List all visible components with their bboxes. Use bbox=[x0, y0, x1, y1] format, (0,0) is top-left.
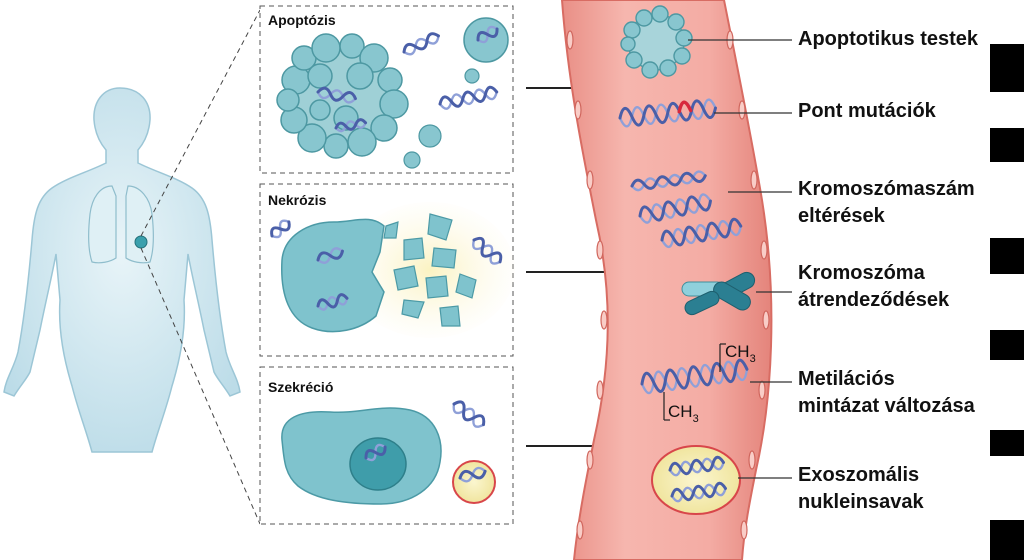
leader-lines bbox=[688, 39, 792, 479]
human-body-figure bbox=[3, 9, 261, 525]
zoom-line-top bbox=[140, 9, 261, 237]
dna-exosome-small bbox=[458, 466, 487, 483]
dna-chrom-number-2 bbox=[638, 193, 712, 224]
dna-point-mutation bbox=[618, 98, 717, 128]
label-point-mutations: Pont mutációk bbox=[798, 100, 936, 122]
apoptotic-body-small-3 bbox=[403, 151, 421, 169]
svg-text:CH3: CH3 bbox=[725, 342, 756, 365]
dna-apoptosis-3 bbox=[476, 25, 499, 44]
label-methylation: Metilációs mintázat változása bbox=[798, 368, 975, 417]
methyl-sub-bottom: 3 bbox=[693, 413, 699, 425]
dna-apoptosis-1 bbox=[402, 32, 440, 56]
methyl-sub-top: 3 bbox=[750, 353, 756, 365]
methyl-ch-bottom: CH bbox=[668, 402, 693, 421]
dna-apoptosis-4 bbox=[316, 86, 357, 104]
vessel-exosome bbox=[651, 445, 741, 515]
cell-nucleus bbox=[349, 437, 407, 491]
dna-apoptosis-2 bbox=[438, 85, 499, 110]
label-apoptotic-bodies: Apoptotikus testek bbox=[798, 28, 979, 50]
edge-bars bbox=[990, 44, 1024, 560]
necrotic-fragments bbox=[383, 213, 477, 327]
secreted-exosome bbox=[452, 460, 496, 504]
methyl-group-bottom: CH3 bbox=[663, 392, 699, 425]
dna-nucleus bbox=[364, 443, 387, 462]
dna-necrosis-4 bbox=[316, 293, 349, 311]
panel-title-necrosis: Nekrózis bbox=[268, 192, 327, 208]
vessel-apoptotic-body bbox=[620, 5, 693, 79]
necrotic-cell bbox=[281, 218, 385, 333]
dna-chrom-number-1 bbox=[630, 170, 707, 192]
dna-necrosis-1 bbox=[270, 219, 291, 239]
dna-necrosis-3 bbox=[316, 247, 344, 264]
svg-text:CH3: CH3 bbox=[668, 402, 699, 425]
apoptotic-body-small-2 bbox=[418, 124, 442, 148]
methyl-ch-top: CH bbox=[725, 342, 750, 361]
chromosome-rearranged bbox=[681, 271, 756, 316]
dna-methylation bbox=[640, 358, 749, 395]
panel-title-apoptosis: Apoptózis bbox=[268, 12, 336, 28]
label-exosomal: Exoszomális nukleinsavak bbox=[798, 464, 924, 513]
dna-necrosis-2 bbox=[472, 236, 503, 265]
dna-chrom-number-3 bbox=[660, 217, 743, 249]
dna-exosome-1 bbox=[668, 455, 725, 477]
dna-secretion-1 bbox=[452, 400, 486, 428]
dna-apoptosis-5 bbox=[334, 118, 368, 133]
left-lung bbox=[88, 185, 117, 264]
label-chromosome-rearrangement: Kromoszóma átrendeződések bbox=[798, 262, 950, 311]
tumor-spot bbox=[134, 235, 148, 249]
label-chromosome-number: Kromoszómaszám eltérések bbox=[798, 178, 975, 227]
body-silhouette bbox=[3, 87, 241, 453]
vessel-wall-cells bbox=[566, 30, 770, 540]
dna-layer bbox=[270, 25, 749, 503]
panel-title-secretion: Szekréció bbox=[268, 379, 333, 395]
dna-exosome-2 bbox=[670, 481, 727, 503]
methyl-group-top: CH3 bbox=[719, 342, 756, 372]
apoptotic-body-small-1 bbox=[464, 68, 480, 84]
